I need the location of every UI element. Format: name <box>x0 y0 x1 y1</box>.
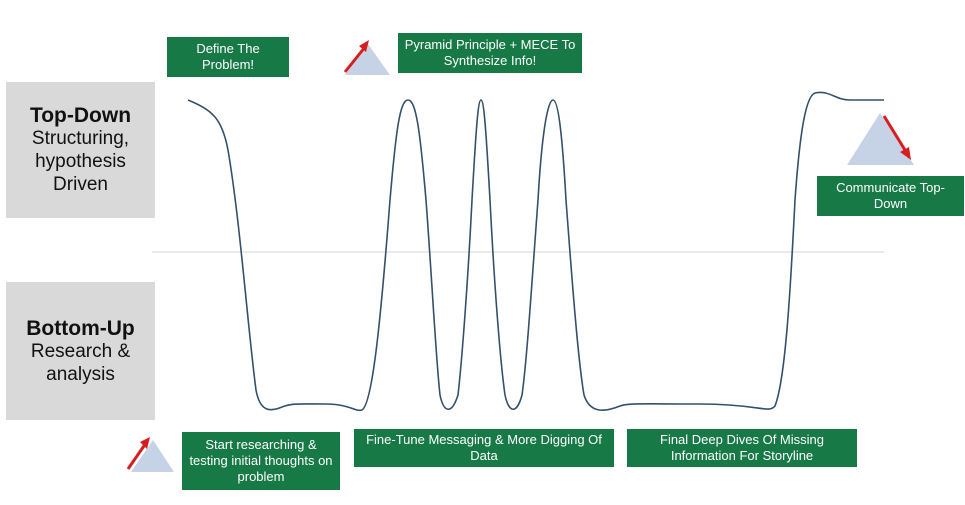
label-fine-tune: Fine-Tune Messaging & More Digging Of Da… <box>354 429 614 467</box>
label-final-text: Final Deep Dives Of Missing Information … <box>660 432 824 463</box>
label-start-text: Start researching & testing initial thou… <box>189 437 333 484</box>
label-define-problem: Define The Problem! <box>167 37 289 77</box>
bottom-up-title: Bottom-Up <box>26 316 135 340</box>
top-down-subtitle: Structuring, hypothesis Driven <box>31 128 130 195</box>
bottom-up-panel: Bottom-Up Research & analysis <box>6 282 155 420</box>
label-define-text: Define The Problem! <box>196 41 260 72</box>
arrow-down-triangle-icon <box>847 113 914 165</box>
label-communicate: Communicate Top-Down <box>817 176 964 216</box>
label-fine-tune-text: Fine-Tune Messaging & More Digging Of Da… <box>366 432 602 463</box>
label-communicate-text: Communicate Top-Down <box>836 180 945 211</box>
label-start-research: Start researching & testing initial thou… <box>182 432 340 490</box>
process-curve <box>187 91 884 412</box>
label-final-deep-dives: Final Deep Dives Of Missing Information … <box>627 429 857 467</box>
top-down-title: Top-Down <box>29 104 132 128</box>
label-pyramid-text: Pyramid Principle + MECE To Synthesize I… <box>404 37 576 68</box>
label-pyramid-principle: Pyramid Principle + MECE To Synthesize I… <box>398 33 582 73</box>
arrow-up-triangle-icon <box>343 40 390 75</box>
arrow-up-triangle-icon <box>126 437 174 472</box>
top-down-panel: Top-Down Structuring, hypothesis Driven <box>6 82 155 218</box>
bottom-up-subtitle: Research & analysis <box>30 340 131 385</box>
